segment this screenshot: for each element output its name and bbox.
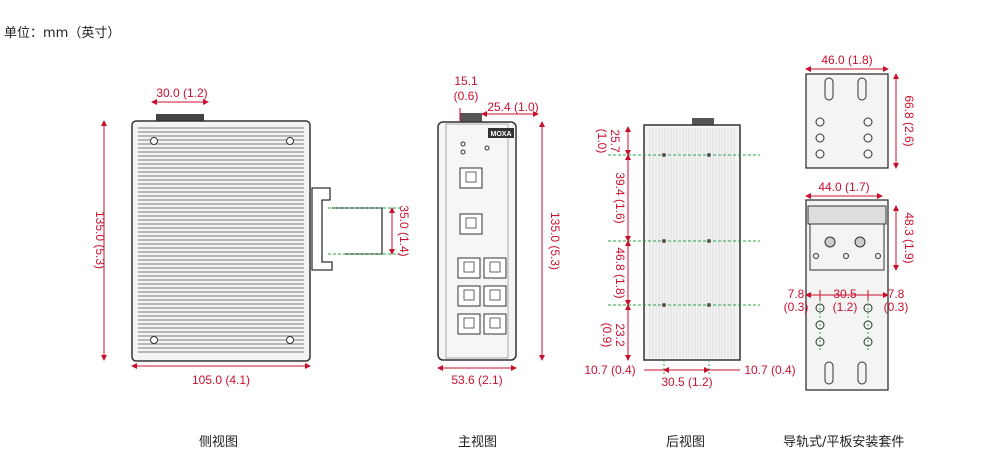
side-body bbox=[131, 120, 311, 362]
kit-mid-width-dim: 44.0 (1.7) bbox=[818, 180, 869, 194]
rear-top-connector bbox=[692, 118, 714, 126]
ethernet-ports bbox=[457, 167, 507, 335]
led-indicators bbox=[460, 141, 490, 155]
front-top-connector bbox=[460, 113, 482, 123]
rear-right-dim: 10.7 (0.4) bbox=[744, 363, 795, 377]
side-top-dim: 30.0 (1.2) bbox=[156, 86, 207, 100]
side-screws bbox=[150, 137, 294, 344]
rear-dim-1a: 25.7 bbox=[608, 129, 622, 153]
rear-dim-4a: 23.2 bbox=[613, 323, 627, 347]
kit-dim-a2: (0.3) bbox=[784, 300, 809, 314]
caption-side-view: 侧视图 bbox=[199, 435, 239, 450]
side-fins bbox=[138, 127, 304, 353]
kit-top-plate bbox=[805, 73, 889, 169]
rear-left-dim: 10.7 (0.4) bbox=[584, 363, 635, 377]
front-top-dim-a2: (0.6) bbox=[454, 89, 479, 103]
front-width-dim: 53.6 (2.1) bbox=[451, 373, 502, 387]
side-top-connector bbox=[156, 114, 204, 122]
rear-view: 25.7 (1.0) 39.4 (1.6) 46.8 (1.8) 23.2 (0… bbox=[584, 118, 796, 389]
side-height-dim: 135.0 (5.3) bbox=[93, 211, 107, 269]
din-clip bbox=[311, 187, 333, 271]
rear-mid-dim: 30.5 (1.2) bbox=[661, 375, 712, 389]
rear-dim-4b: (0.9) bbox=[600, 323, 614, 348]
rear-dim-3: 46.8 (1.8) bbox=[613, 247, 627, 298]
kit-dim-c: 7.8 bbox=[888, 287, 905, 301]
unit-label: 单位：mm（英寸） bbox=[4, 26, 121, 41]
moxa-logo-plate bbox=[488, 128, 514, 138]
mounting-kit: 46.0 (1.8) 66.8 (2.6) 44.0 (1.7) 48.3 (1… bbox=[784, 53, 916, 391]
rear-dim-2: 39.4 (1.6) bbox=[613, 172, 627, 223]
caption-mounting-kit: 导轨式/平板安装套件 bbox=[783, 435, 905, 450]
caption-rear-view: 后视图 bbox=[666, 435, 706, 450]
rear-dim-1b: (1.0) bbox=[595, 129, 609, 154]
kit-top-height-dim: 66.8 (2.6) bbox=[902, 95, 916, 146]
front-view: MOXA 15.1 (0.6) 25.4 (1.0) 53.6 (2.1) 13… bbox=[437, 74, 562, 387]
kit-dim-a: 7.8 bbox=[788, 287, 805, 301]
kit-top-width-dim: 46.0 (1.8) bbox=[821, 53, 872, 67]
rear-holes bbox=[662, 153, 711, 307]
rear-centerlines bbox=[608, 154, 760, 374]
kit-mid-height-dim: 48.3 (1.9) bbox=[902, 212, 916, 263]
din-rail bbox=[332, 207, 383, 255]
kit-dim-c2: (0.3) bbox=[884, 300, 909, 314]
side-rail-dim: 35.0 (1.4) bbox=[397, 205, 411, 256]
kit-top-screws bbox=[815, 117, 873, 159]
kit-dim-b: 30.5 bbox=[833, 287, 857, 301]
kit-din-clip bbox=[807, 205, 887, 225]
kit-dim-b2: (1.2) bbox=[833, 300, 858, 314]
rear-texture bbox=[649, 128, 735, 358]
front-top-dim-a: 15.1 bbox=[454, 74, 478, 88]
side-view: 30.0 (1.2) 105.0 (4.1) 135.0 (5.3) 35.0 … bbox=[93, 86, 411, 387]
moxa-logo: MOXA bbox=[491, 131, 512, 138]
side-width-dim: 105.0 (4.1) bbox=[192, 373, 250, 387]
front-top-dim-b: 25.4 (1.0) bbox=[487, 100, 538, 114]
front-height-dim: 135.0 (5.3) bbox=[548, 212, 562, 270]
caption-front-view: 主视图 bbox=[458, 435, 498, 450]
